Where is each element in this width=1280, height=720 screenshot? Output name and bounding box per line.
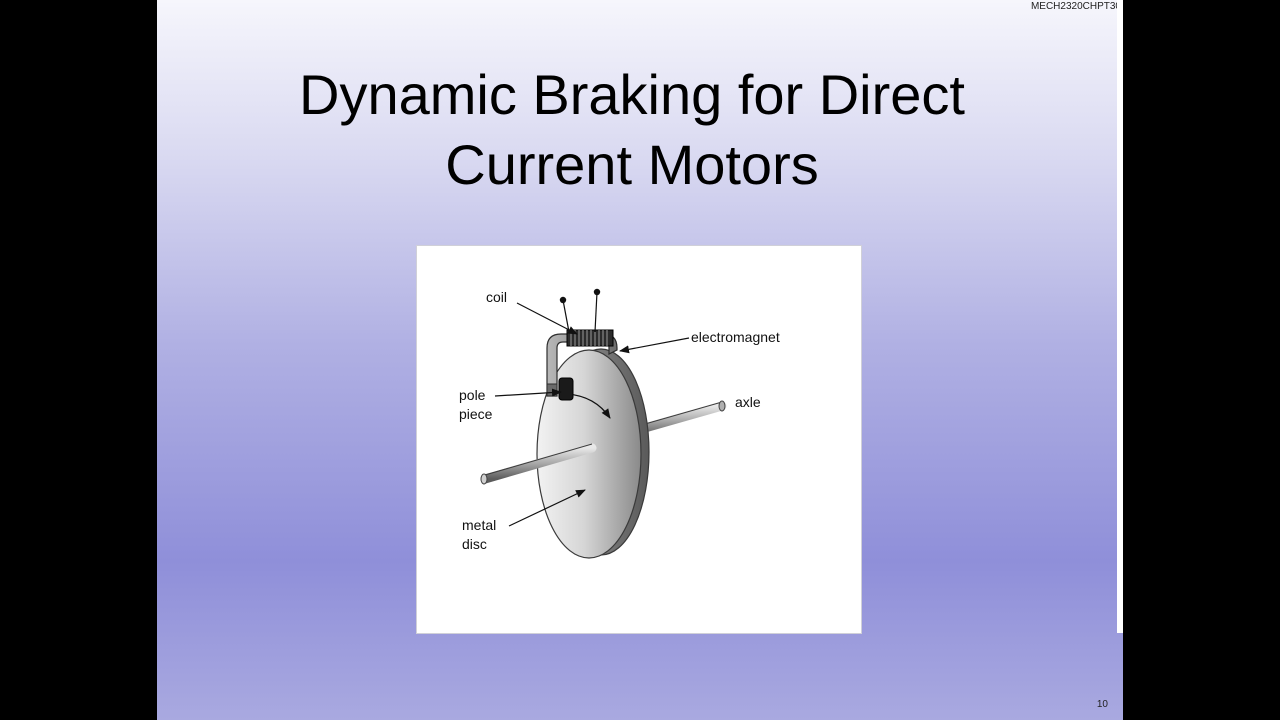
- window-edge-strip: [1117, 0, 1123, 633]
- label-coil: coil: [486, 289, 507, 305]
- label-pole: pole: [459, 387, 486, 403]
- brake-diagram: coil electromagnet pole piece axle metal…: [417, 246, 861, 633]
- title-line-2: Current Motors: [445, 133, 819, 196]
- label-metal: metal: [462, 517, 496, 533]
- slide: MECH2320CHPT30 Dynamic Braking for Direc…: [157, 0, 1123, 720]
- label-axle: axle: [735, 394, 761, 410]
- label-piece: piece: [459, 406, 493, 422]
- coil-leader: [516, 302, 578, 335]
- slide-title: Dynamic Braking for Direct Current Motor…: [157, 60, 1107, 200]
- pole-piece: [558, 377, 574, 401]
- slide-header-text: MECH2320CHPT30: [1030, 1, 1121, 12]
- electromagnet-leader: [619, 337, 690, 354]
- metal-disc-leader: [508, 489, 586, 527]
- label-disc: disc: [462, 536, 487, 552]
- coil-leads: [559, 288, 601, 333]
- pole-piece-leader: [494, 388, 562, 397]
- metal-disc: [536, 349, 642, 559]
- label-electromagnet: electromagnet: [691, 329, 780, 345]
- brake-diagram-drawing: coil electromagnet pole piece axle metal…: [459, 288, 780, 559]
- page-number: 10: [1096, 699, 1108, 710]
- title-line-1: Dynamic Braking for Direct: [299, 63, 965, 126]
- axle-front: [480, 443, 597, 485]
